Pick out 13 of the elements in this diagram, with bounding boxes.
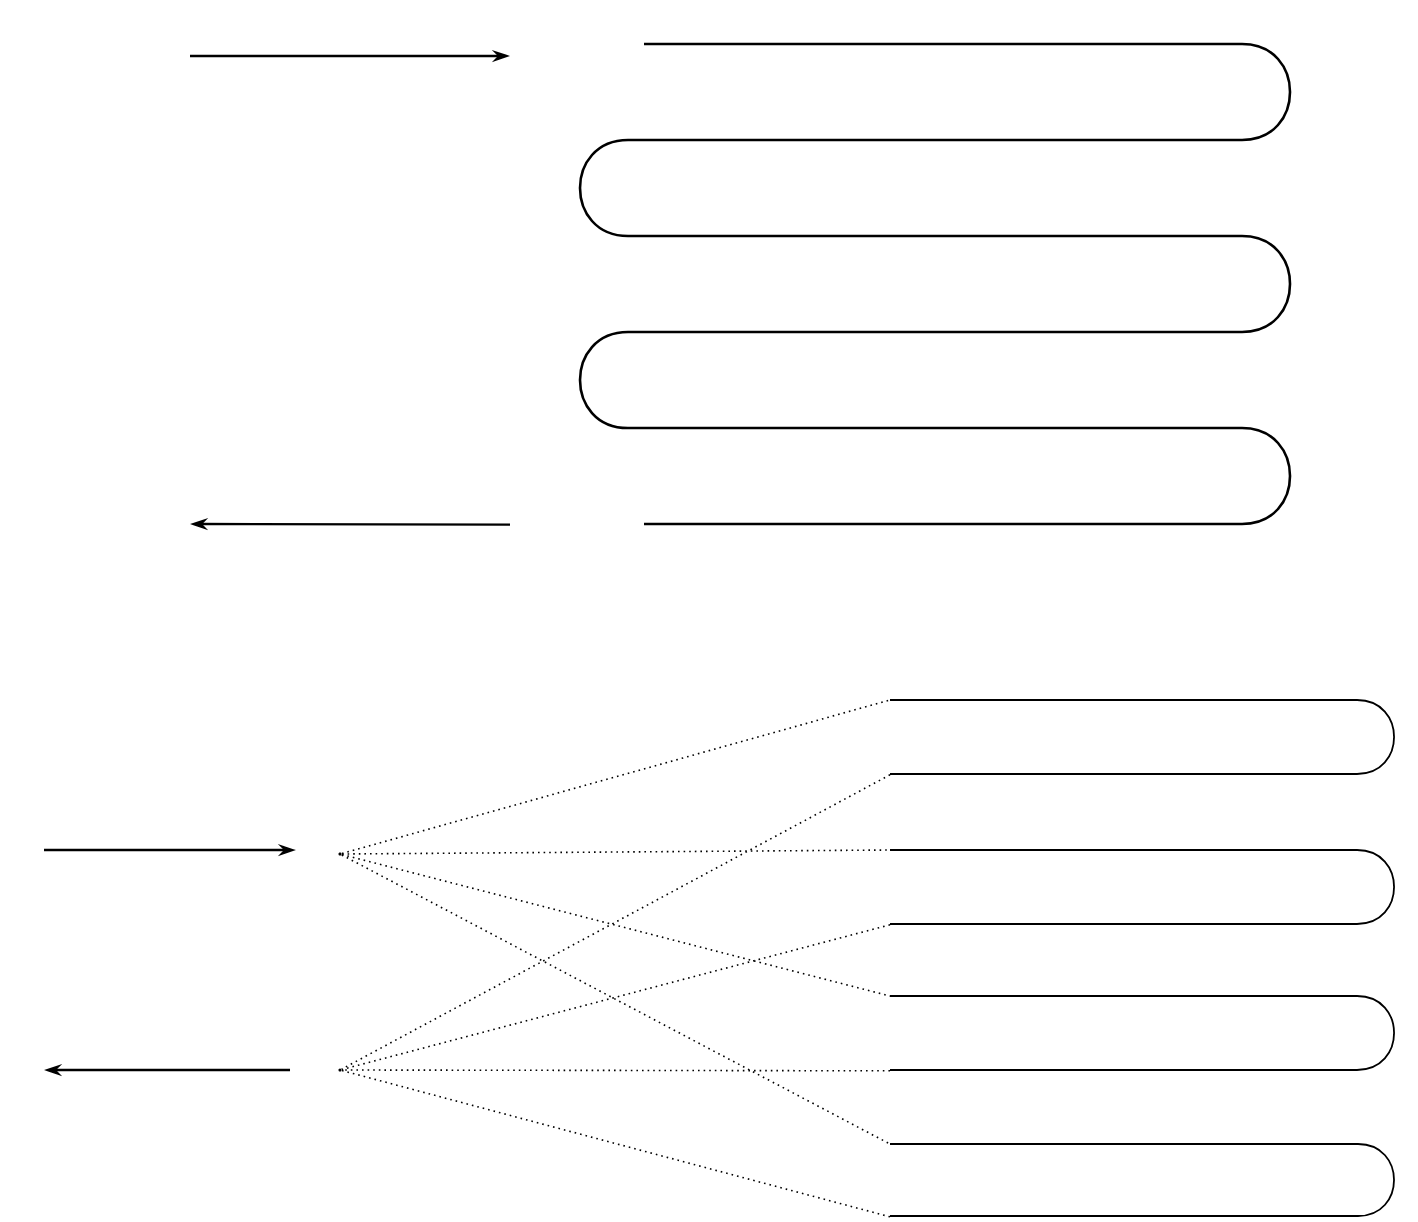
dotted-line	[341, 1069, 891, 1218]
dotted-line	[341, 849, 891, 855]
dotted-line	[341, 924, 891, 1071]
loop-drawing	[889, 699, 1395, 775]
loop-drawing	[889, 849, 1395, 925]
loop-drawing	[889, 1143, 1395, 1217]
dotted-line	[341, 853, 891, 997]
dotted-line	[340, 854, 891, 1145]
coil-drawing	[578, 42, 1287, 526]
dotted-line	[340, 774, 891, 1070]
dotted-line	[341, 1069, 891, 1072]
loop-drawing	[889, 995, 1395, 1071]
dotted-line	[341, 699, 891, 855]
